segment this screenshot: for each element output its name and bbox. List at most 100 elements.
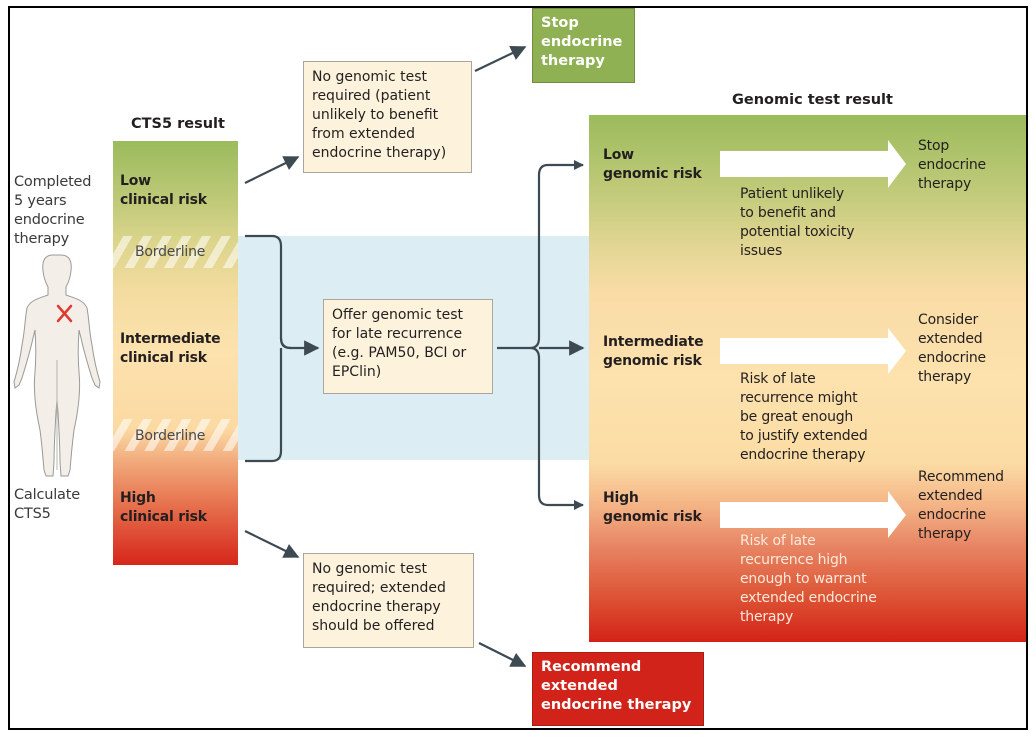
box-line: No genomic test <box>312 561 427 577</box>
label-line: genomic risk <box>603 353 702 369</box>
box-line: for late recurrence <box>332 326 463 342</box>
text-line: endocrine therapy <box>740 447 866 463</box>
cts5-risk-column <box>113 141 238 565</box>
text-line: extended <box>918 331 983 347</box>
box-line: extended <box>541 678 618 694</box>
box-line: required (patient <box>312 88 431 104</box>
figure-frame <box>8 6 1028 730</box>
cts5-heading: CTS5 result <box>131 116 225 132</box>
intermediate-clinical-risk-label: Intermediate clinical risk <box>120 330 221 368</box>
text-line: to justify extended <box>740 428 868 444</box>
box-line: endocrine therapy) <box>312 145 447 161</box>
text-line: Risk of late <box>740 533 816 549</box>
low-row-arrow-icon <box>720 140 906 188</box>
label-line: genomic risk <box>603 509 702 525</box>
recommend-extended-therapy-box: Recommend extended endocrine therapy <box>532 652 704 726</box>
text-line: recurrence might <box>740 390 858 406</box>
borderline-upper-label: Borderline <box>135 244 206 260</box>
label-line: High <box>603 490 639 506</box>
text-line: enough to warrant <box>740 571 867 587</box>
genomic-heading: Genomic test result <box>732 92 893 108</box>
box-line: Stop <box>541 15 579 31</box>
borderline-stripe-lower <box>113 419 238 451</box>
label-line: 5 years <box>14 193 67 209</box>
text-line: Recommend <box>918 469 1004 485</box>
high-clinical-risk-label: High clinical risk <box>120 489 207 527</box>
text-line: endocrine <box>918 157 986 173</box>
box-line: from extended <box>312 126 416 142</box>
calculate-cts5-label: Calculate CTS5 <box>14 486 80 524</box>
no-genomic-test-low-risk-box: No genomic test required (patient unlike… <box>303 61 472 173</box>
high-genomic-risk-label: High genomic risk <box>603 489 702 527</box>
text-line: therapy <box>918 176 972 192</box>
low-genomic-action: Stop endocrine therapy <box>918 137 986 194</box>
text-line: extended <box>918 488 983 504</box>
intermediate-row-arrow-icon <box>720 328 906 374</box>
low-genomic-risk-label: Low genomic risk <box>603 146 702 184</box>
text-line: Stop <box>918 138 950 154</box>
text-line: therapy <box>918 369 972 385</box>
arrowhead-to-high <box>574 500 584 510</box>
label-line: CTS5 <box>14 506 51 522</box>
box-line: Recommend <box>541 659 642 675</box>
low-genomic-rationale: Patient unlikely to benefit and potentia… <box>740 185 854 261</box>
offer-genomic-test-box: Offer genomic test for late recurrence (… <box>323 299 493 394</box>
box-line: No genomic test <box>312 69 427 85</box>
text-line: therapy <box>740 609 794 625</box>
intermediate-genomic-action: Consider extended endocrine therapy <box>918 311 986 387</box>
red-x-icon <box>56 304 73 323</box>
intermediate-genomic-rationale: Risk of late recurrence might be great e… <box>740 370 868 465</box>
text-line: Risk of late <box>740 371 816 387</box>
right-bracket <box>529 163 583 507</box>
text-line: therapy <box>918 526 972 542</box>
label-line: Intermediate <box>120 331 221 347</box>
completed-therapy-label: Completed 5 years endocrine therapy <box>14 173 91 249</box>
box-line: unlikely to benefit <box>312 107 439 123</box>
left-bracket-upper-join <box>279 337 291 350</box>
label-line: endocrine <box>14 212 85 228</box>
text-line: be great enough <box>740 409 854 425</box>
box-line: endocrine therapy <box>312 599 441 615</box>
arrow-low-to-no-test <box>244 156 300 184</box>
label-line: therapy <box>14 231 70 247</box>
text-line: issues <box>740 243 783 259</box>
borderline-lower-label: Borderline <box>135 428 206 444</box>
text-line: potential toxicity <box>740 224 855 240</box>
label-line: High <box>120 490 156 506</box>
intermediate-genomic-risk-label: Intermediate genomic risk <box>603 333 704 371</box>
genomic-risk-column <box>589 115 1026 642</box>
text-line: endocrine <box>918 350 986 366</box>
box-line: therapy <box>541 53 605 69</box>
stop-endocrine-therapy-box: Stop endocrine therapy <box>532 8 635 83</box>
text-line: recurrence high <box>740 552 848 568</box>
label-line: Calculate <box>14 487 80 503</box>
high-row-arrow-icon <box>720 491 906 538</box>
label-line: Intermediate <box>603 334 704 350</box>
box-line: Offer genomic test <box>332 307 463 323</box>
label-line: clinical risk <box>120 192 207 208</box>
arrow-no-test-to-recommend <box>478 642 527 667</box>
arrowhead-to-low <box>574 160 584 170</box>
high-genomic-action: Recommend extended endocrine therapy <box>918 468 1004 544</box>
box-line: EPClin) <box>332 364 382 380</box>
box-line: endocrine therapy <box>541 697 692 713</box>
text-line: Patient unlikely <box>740 186 844 202</box>
high-genomic-rationale: Risk of late recurrence high enough to w… <box>740 532 877 627</box>
label-line: clinical risk <box>120 350 207 366</box>
label-line: genomic risk <box>603 166 702 182</box>
text-line: endocrine <box>918 507 986 523</box>
text-line: to benefit and <box>740 205 836 221</box>
label-line: Completed <box>14 174 92 190</box>
arrow-high-to-no-test <box>244 530 300 558</box>
label-line: clinical risk <box>120 509 207 525</box>
female-body-outline-icon <box>13 254 101 477</box>
label-line: Low <box>603 147 634 163</box>
box-line: (e.g. PAM50, BCI or <box>332 345 467 361</box>
left-bracket <box>245 234 292 463</box>
box-line: should be offered <box>312 618 435 634</box>
text-line: Consider <box>918 312 979 328</box>
arrow-no-test-to-stop <box>474 46 527 72</box>
label-line: Low <box>120 173 151 189</box>
